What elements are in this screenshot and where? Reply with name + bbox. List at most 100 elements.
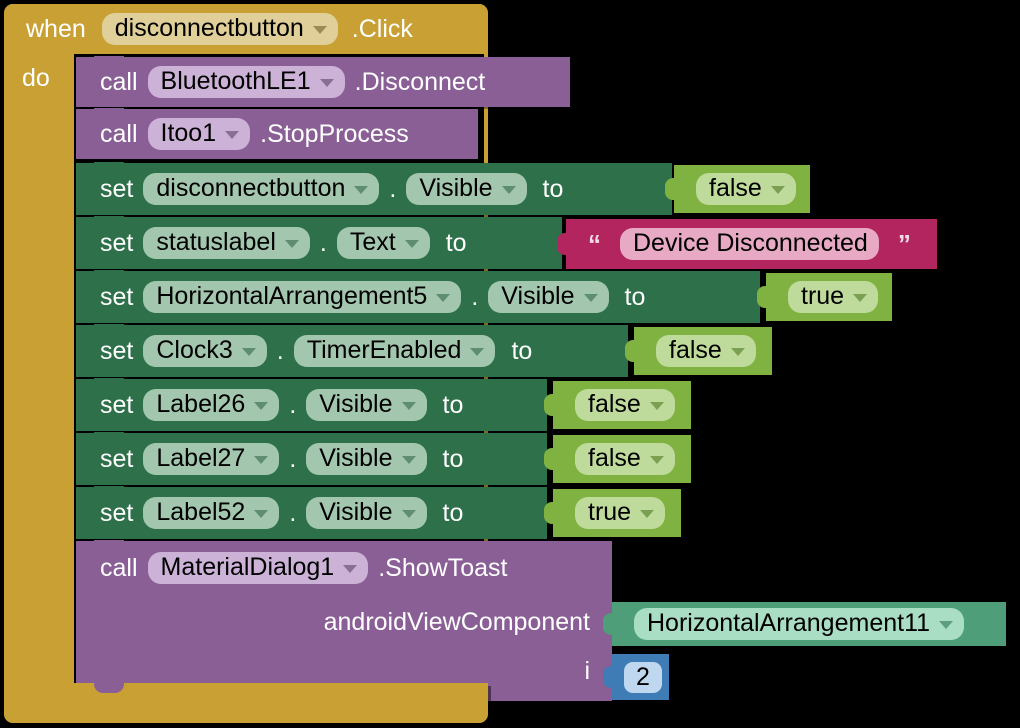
- text-value-input[interactable]: Device Disconnected: [620, 228, 879, 260]
- set-property-dropdown[interactable]: Visible: [406, 173, 527, 205]
- event-name-label: .Click: [351, 14, 413, 43]
- chevron-down-icon: [939, 620, 954, 629]
- value-logic-true-1[interactable]: true: [766, 273, 892, 321]
- chevron-down-icon: [640, 509, 655, 518]
- value-logic-true-2[interactable]: true: [553, 489, 681, 537]
- logic-value-label: false: [588, 390, 641, 418]
- statement-call-itoo1-stopprocess[interactable]: call Itoo1 .StopProcess: [76, 108, 478, 159]
- statement-stack-bottom-notch: [94, 683, 124, 693]
- chevron-down-icon: [470, 347, 485, 356]
- statement-set-clock3-timerenabled[interactable]: set Clock3 . TimerEnabled to: [76, 324, 628, 377]
- call-method-label: .StopProcess: [260, 119, 409, 148]
- dot-separator: .: [319, 228, 327, 257]
- logic-value-label: false: [669, 336, 722, 364]
- close-quote-glyph: ”: [897, 229, 911, 259]
- text-value-label: Device Disconnected: [633, 229, 868, 257]
- chevron-down-icon: [312, 25, 327, 34]
- set-property-dropdown[interactable]: Visible: [306, 389, 427, 421]
- set-component-dropdown[interactable]: statuslabel: [143, 227, 310, 259]
- logic-dropdown[interactable]: false: [575, 389, 675, 421]
- value-logic-false-4[interactable]: false: [553, 435, 691, 483]
- set-component-dropdown[interactable]: disconnectbutton: [143, 173, 380, 205]
- chevron-down-icon: [501, 185, 516, 194]
- call-component-dropdown[interactable]: Itoo1: [147, 118, 251, 150]
- component-getter-dropdown[interactable]: HorizontalArrangement11: [634, 608, 965, 640]
- to-label: to: [445, 228, 467, 257]
- logic-dropdown[interactable]: true: [788, 281, 879, 313]
- do-label: do: [22, 64, 50, 92]
- statement-set-disconnectbutton-visible[interactable]: set disconnectbutton . Visible to: [76, 162, 672, 215]
- set-property-dropdown[interactable]: TimerEnabled: [293, 335, 496, 367]
- set-component-dropdown[interactable]: Label26: [143, 389, 280, 421]
- statement-set-statuslabel-text[interactable]: set statuslabel . Text to: [76, 216, 562, 269]
- set-property-label: Visible: [319, 444, 393, 472]
- chevron-down-icon: [770, 185, 785, 194]
- set-component-label: Label52: [156, 498, 246, 526]
- set-property-label: TimerEnabled: [306, 336, 462, 364]
- to-label: to: [442, 444, 464, 473]
- set-keyword: set: [100, 498, 134, 527]
- chevron-down-icon: [254, 401, 269, 410]
- number-input[interactable]: 2: [624, 661, 662, 693]
- set-component-dropdown[interactable]: HorizontalArrangement5: [143, 281, 462, 313]
- logic-dropdown[interactable]: false: [656, 335, 756, 367]
- set-keyword: set: [100, 336, 134, 365]
- statement-set-label26-visible[interactable]: set Label26 . Visible to: [76, 378, 547, 431]
- arg-label-androidviewcomponent: androidViewComponent: [323, 607, 590, 636]
- to-label: to: [511, 336, 533, 365]
- set-property-label: Text: [349, 228, 396, 256]
- set-component-label: Label27: [156, 444, 246, 472]
- logic-value-label: false: [709, 174, 762, 202]
- chevron-down-icon: [254, 455, 269, 464]
- chevron-down-icon: [436, 293, 451, 302]
- value-logic-false-2[interactable]: false: [634, 327, 772, 375]
- dot-separator: .: [289, 498, 297, 527]
- call-keyword: call: [100, 553, 138, 582]
- statement-call-materialdialog1-showtoast[interactable]: call MaterialDialog1 .ShowToast androidV…: [76, 540, 612, 701]
- value-component-horizontalarrangement11[interactable]: HorizontalArrangement11: [612, 602, 1006, 646]
- logic-dropdown[interactable]: false: [696, 173, 796, 205]
- statement-call-bluetoothle1-disconnect[interactable]: call BluetoothLE1 .Disconnect: [76, 56, 570, 107]
- set-component-dropdown[interactable]: Clock3: [143, 335, 267, 367]
- chevron-down-icon: [853, 293, 868, 302]
- event-component-label: disconnectbutton: [114, 14, 304, 42]
- statement-set-label52-visible[interactable]: set Label52 . Visible to: [76, 486, 547, 539]
- dot-separator: .: [471, 282, 479, 311]
- chevron-down-icon: [730, 347, 745, 356]
- dot-separator: .: [289, 444, 297, 473]
- set-property-dropdown[interactable]: Text: [336, 227, 430, 259]
- logic-dropdown[interactable]: true: [575, 497, 666, 529]
- event-component-dropdown[interactable]: disconnectbutton: [101, 13, 338, 45]
- set-component-dropdown[interactable]: Label52: [143, 497, 280, 529]
- chevron-down-icon: [401, 509, 416, 518]
- set-property-dropdown[interactable]: Visible: [306, 497, 427, 529]
- set-keyword: set: [100, 228, 134, 257]
- set-component-label: Clock3: [156, 336, 233, 364]
- value-text-device-disconnected[interactable]: “ Device Disconnected ”: [566, 219, 937, 269]
- chevron-down-icon: [225, 130, 240, 139]
- to-label: to: [542, 174, 564, 203]
- event-block-footer: [4, 683, 488, 723]
- call-keyword: call: [100, 119, 138, 148]
- value-logic-false-3[interactable]: false: [553, 381, 691, 429]
- statement-set-label27-visible[interactable]: set Label27 . Visible to: [76, 432, 547, 485]
- set-property-label: Visible: [319, 390, 393, 418]
- set-keyword: set: [100, 174, 134, 203]
- value-number-2[interactable]: 2: [612, 654, 669, 700]
- set-property-label: Visible: [319, 498, 393, 526]
- call-component-dropdown[interactable]: MaterialDialog1: [147, 552, 369, 584]
- set-component-dropdown[interactable]: Label27: [143, 443, 280, 475]
- call-method-label: .Disconnect: [354, 67, 486, 96]
- chevron-down-icon: [583, 293, 598, 302]
- logic-dropdown[interactable]: false: [575, 443, 675, 475]
- set-property-dropdown[interactable]: Visible: [488, 281, 609, 313]
- dot-separator: .: [389, 174, 397, 203]
- value-logic-false-1[interactable]: false: [674, 165, 810, 213]
- set-keyword: set: [100, 282, 134, 311]
- set-property-dropdown[interactable]: Visible: [306, 443, 427, 475]
- call-component-dropdown[interactable]: BluetoothLE1: [147, 66, 345, 98]
- event-block-header[interactable]: when disconnectbutton .Click: [4, 4, 488, 54]
- statement-set-horizontalarrangement5-visible[interactable]: set HorizontalArrangement5 . Visible to: [76, 270, 760, 323]
- call-keyword: call: [100, 67, 138, 96]
